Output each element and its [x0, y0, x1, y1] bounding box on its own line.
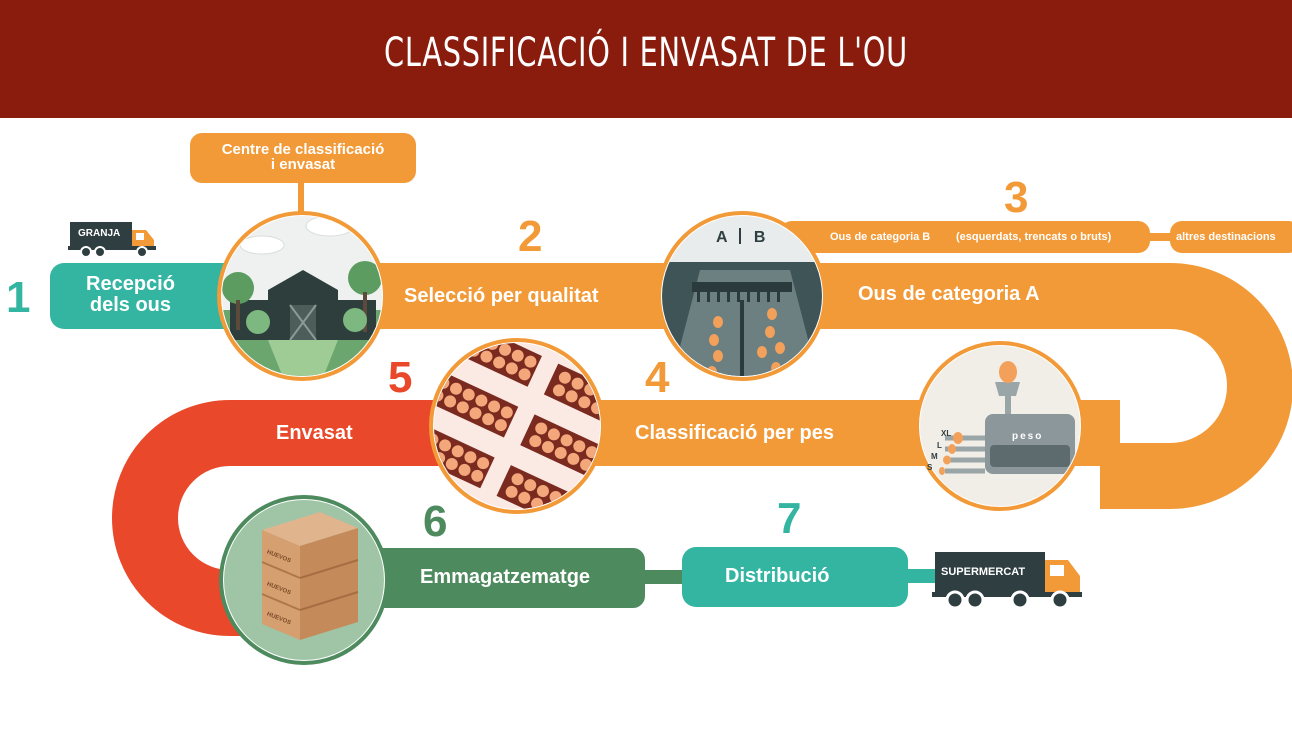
step-1-number: 1	[6, 273, 31, 322]
header-bar: CLASSIFICACIÓ I ENVASAT DE L'OU	[0, 0, 1292, 118]
size-m: M	[931, 452, 938, 461]
size-xl: XL	[941, 429, 952, 438]
farm-circle	[217, 211, 387, 381]
road-segment-distribution	[682, 547, 908, 607]
step-7-label: Distribució	[725, 565, 830, 587]
market-truck-label: SUPERMERCAT	[941, 566, 1026, 578]
scale-circle	[915, 341, 1085, 511]
boxes-circle	[219, 495, 389, 665]
centre-connector	[298, 180, 304, 220]
sign-a: A	[716, 229, 727, 246]
farm-truck-icon	[68, 222, 156, 258]
box-stack	[261, 512, 359, 640]
other-destinations-label: altres destinacions	[1176, 231, 1276, 243]
step-4-number: 4	[645, 353, 670, 402]
size-l: L	[937, 441, 942, 450]
category-b-note: (esquerdats, trencats o bruts)	[956, 231, 1112, 243]
sorter-sign: A B	[716, 228, 765, 247]
farm-truck-label: GRANJA	[78, 228, 121, 239]
step-2-number: 2	[518, 212, 543, 261]
step-6-number: 6	[423, 497, 448, 546]
step-5-number: 5	[388, 353, 413, 402]
step-3-label: Ous de categoria A	[858, 283, 1040, 305]
market-truck-icon	[932, 552, 1082, 610]
step-1-label: Recepció dels ous	[86, 273, 175, 316]
step-7-number: 7	[777, 494, 802, 543]
step-4-label: Classificació per pes	[635, 422, 834, 444]
step-2-label: Selecció per qualitat	[404, 285, 599, 307]
page-title: CLASSIFICACIÓ I ENVASAT DE L'OU	[384, 30, 908, 76]
scale-brand: peso	[1012, 431, 1044, 442]
road-segment-top	[270, 263, 1292, 509]
category-b-branch	[780, 221, 1292, 253]
step-6-label: Emmagatzematge	[420, 566, 591, 588]
step-3-number: 3	[1004, 173, 1029, 222]
road-segment-packaging	[112, 400, 440, 636]
category-b-label: Ous de categoria B	[830, 231, 931, 243]
road-connector	[640, 570, 690, 584]
step-5-label: Envasat	[276, 422, 353, 444]
cartons-circle	[429, 338, 605, 514]
sign-b: B	[753, 229, 766, 246]
size-s: S	[927, 463, 933, 472]
centre-label: Centre de classificació i envasat	[190, 133, 416, 183]
road-connector-truck	[900, 569, 940, 583]
